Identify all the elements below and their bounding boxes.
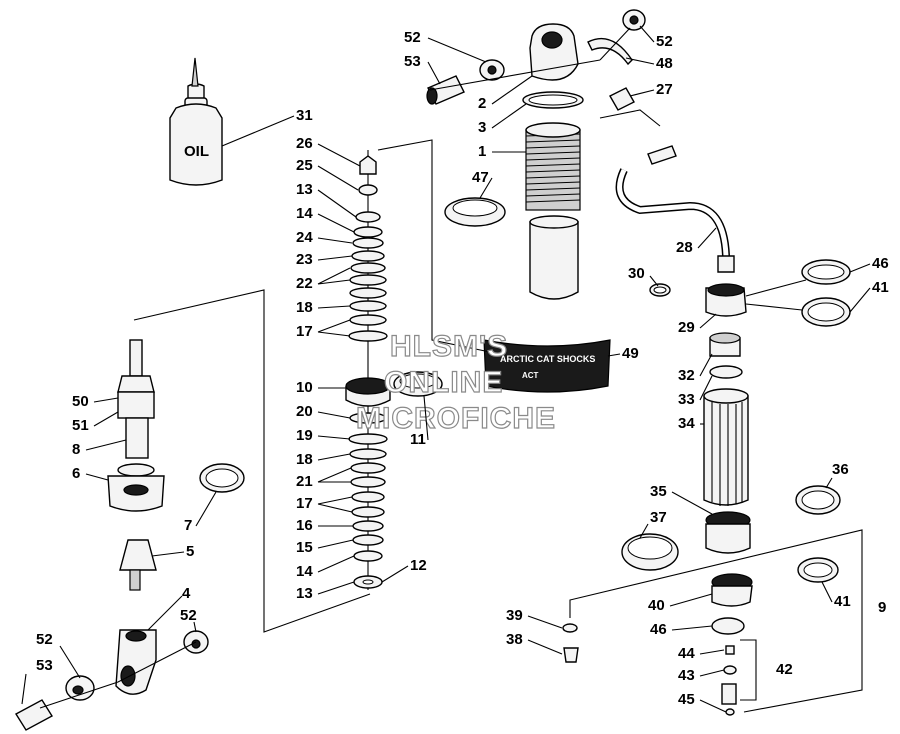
decal-text-2: ACT — [522, 371, 539, 380]
callout-45: 45 — [678, 691, 695, 708]
callout-51: 51 — [72, 417, 89, 434]
callout-49: 49 — [622, 345, 639, 362]
callout-40: 40 — [648, 597, 665, 614]
callout-25: 25 — [296, 157, 313, 174]
callout-14b: 14 — [296, 563, 313, 580]
callout-41a: 41 — [872, 279, 889, 296]
callout-28: 28 — [676, 239, 693, 256]
callout-20: 20 — [296, 403, 313, 420]
callout-52a: 52 — [404, 29, 421, 46]
watermark-line-1: HLSM'S — [390, 330, 508, 363]
callout-39: 39 — [506, 607, 523, 624]
shaft-assembly — [15, 289, 371, 731]
callout-42: 42 — [776, 661, 793, 678]
callout-31: 31 — [296, 107, 313, 124]
callout-1: 1 — [478, 143, 486, 160]
callout-7: 7 — [184, 517, 192, 534]
callout-5: 5 — [186, 543, 194, 560]
callout-38: 38 — [506, 631, 523, 648]
callout-2: 2 — [478, 95, 486, 112]
callout-43: 43 — [678, 667, 695, 684]
callout-9: 9 — [878, 599, 886, 616]
callout-4: 4 — [182, 585, 191, 602]
callout-34: 34 — [678, 415, 695, 432]
callout-35: 35 — [650, 483, 667, 500]
callout-32: 32 — [678, 367, 695, 384]
callouts: 52 53 2 3 1 47 48 52 27 31 26 25 13 14 2… — [21, 25, 889, 713]
shock-top-body — [426, 9, 646, 300]
callout-29: 29 — [678, 319, 695, 336]
callout-47: 47 — [472, 169, 489, 186]
watermark-line-3: MICROFICHE — [356, 402, 556, 435]
callout-22: 22 — [296, 275, 313, 292]
callout-17a: 17 — [296, 323, 313, 340]
valve-stack — [345, 139, 491, 590]
callout-13b: 13 — [296, 585, 313, 602]
callout-41b: 41 — [834, 593, 851, 610]
callout-3: 3 — [478, 119, 486, 136]
callout-27: 27 — [656, 81, 673, 98]
callout-46b: 46 — [650, 621, 667, 638]
callout-11: 11 — [410, 431, 426, 448]
callout-23: 23 — [296, 251, 313, 268]
callout-19: 19 — [296, 427, 313, 444]
callout-24: 24 — [296, 229, 313, 246]
callout-37: 37 — [650, 509, 667, 526]
decal: ARCTIC CAT SHOCKS ACT — [483, 339, 611, 393]
callout-13a: 13 — [296, 181, 313, 198]
decal-text-1: ARCTIC CAT SHOCKS — [500, 354, 595, 364]
callout-16: 16 — [296, 517, 313, 534]
callout-44: 44 — [678, 645, 695, 662]
callout-10: 10 — [296, 379, 313, 396]
callout-12: 12 — [410, 557, 427, 574]
callout-52d: 52 — [36, 631, 53, 648]
callout-17b: 17 — [296, 495, 313, 512]
callout-18b: 18 — [296, 451, 313, 468]
oil-bottle-label: OIL — [184, 143, 209, 160]
callout-53a: 53 — [404, 53, 421, 70]
oil-bottle: OIL — [169, 57, 223, 186]
callout-18a: 18 — [296, 299, 313, 316]
callout-50: 50 — [72, 393, 89, 410]
callout-26: 26 — [296, 135, 313, 152]
callout-15: 15 — [296, 539, 313, 556]
callout-14a: 14 — [296, 205, 313, 222]
watermark-line-2: ONLINE — [384, 366, 503, 399]
callout-53b: 53 — [36, 657, 53, 674]
callout-52c: 52 — [180, 607, 197, 624]
callout-30: 30 — [628, 265, 645, 282]
callout-46a: 46 — [872, 255, 889, 272]
callout-21: 21 — [296, 473, 313, 490]
callout-6: 6 — [72, 465, 80, 482]
watermark: HLSM'S ONLINE MICROFICHE — [355, 329, 556, 435]
reservoir-assembly — [562, 109, 863, 716]
callout-48: 48 — [656, 55, 673, 72]
callout-52b: 52 — [656, 33, 673, 50]
callout-8: 8 — [72, 441, 80, 458]
callout-36: 36 — [832, 461, 849, 478]
callout-33: 33 — [678, 391, 695, 408]
